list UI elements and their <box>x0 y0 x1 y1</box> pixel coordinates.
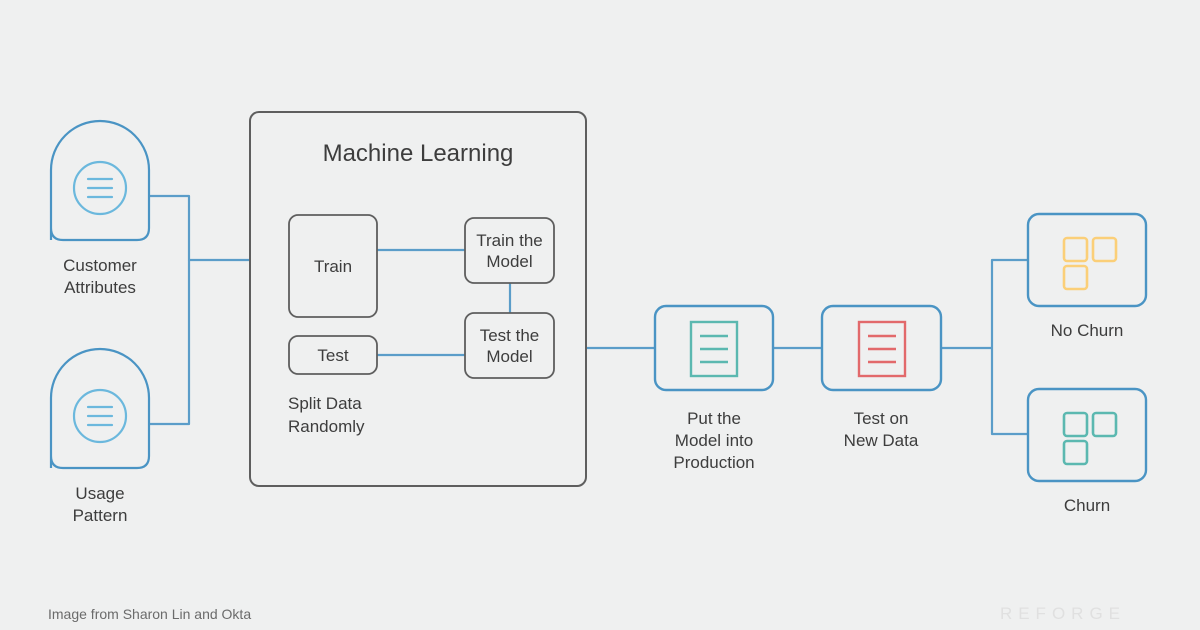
test-box[interactable] <box>288 335 378 375</box>
list-circle-icon-customer <box>72 160 128 216</box>
train-the-model-box[interactable] <box>464 217 555 284</box>
train-the-model-label: Train the Model <box>476 230 543 271</box>
input-usage-pattern-shape[interactable] <box>49 347 151 470</box>
reforge-watermark: REFORGE <box>999 604 1126 623</box>
three-squares-icon-no-churn <box>1062 236 1118 291</box>
arch-outline-customer <box>49 119 151 242</box>
document-lines-icon-production <box>689 320 739 378</box>
test-new-data-box[interactable] <box>820 304 943 392</box>
input-customer-attributes-shape[interactable] <box>49 119 151 242</box>
list-circle-icon-usage <box>72 388 128 444</box>
churn-label: Churn <box>1063 496 1111 515</box>
customer-attributes-label: Customer Attributes <box>63 256 137 297</box>
production-box[interactable] <box>653 304 775 392</box>
ml-container-title: Machine Learning <box>322 140 514 167</box>
test-new-data-label: Test on New Data <box>843 409 919 450</box>
split-data-caption: Split Data Randomly <box>288 394 365 436</box>
no-churn-label: No Churn <box>1050 321 1124 340</box>
connector-split-to-no-churn <box>990 258 1028 348</box>
test-box-label: Test <box>317 345 349 365</box>
ml-container-box <box>249 111 587 487</box>
no-churn-box[interactable] <box>1026 212 1148 308</box>
connector-group <box>150 194 1028 436</box>
test-the-model-box[interactable] <box>464 312 555 379</box>
production-label: Put the Model into Production <box>673 409 755 472</box>
three-squares-icon-churn <box>1062 411 1118 466</box>
test-the-model-label: Test the Model <box>479 325 540 366</box>
train-box[interactable] <box>288 214 378 318</box>
usage-pattern-label: Usage Pattern <box>72 484 128 525</box>
train-box-label: Train <box>313 256 353 276</box>
document-lines-icon-test-new-data <box>857 320 907 378</box>
churn-box[interactable] <box>1026 387 1148 483</box>
connector-usage-to-ml <box>150 260 191 426</box>
image-credit: Image from Sharon Lin and Okta <box>48 606 252 622</box>
connector-split-to-churn <box>990 348 1028 436</box>
connector-customer-to-ml <box>150 194 250 262</box>
arch-outline-usage <box>49 347 151 470</box>
